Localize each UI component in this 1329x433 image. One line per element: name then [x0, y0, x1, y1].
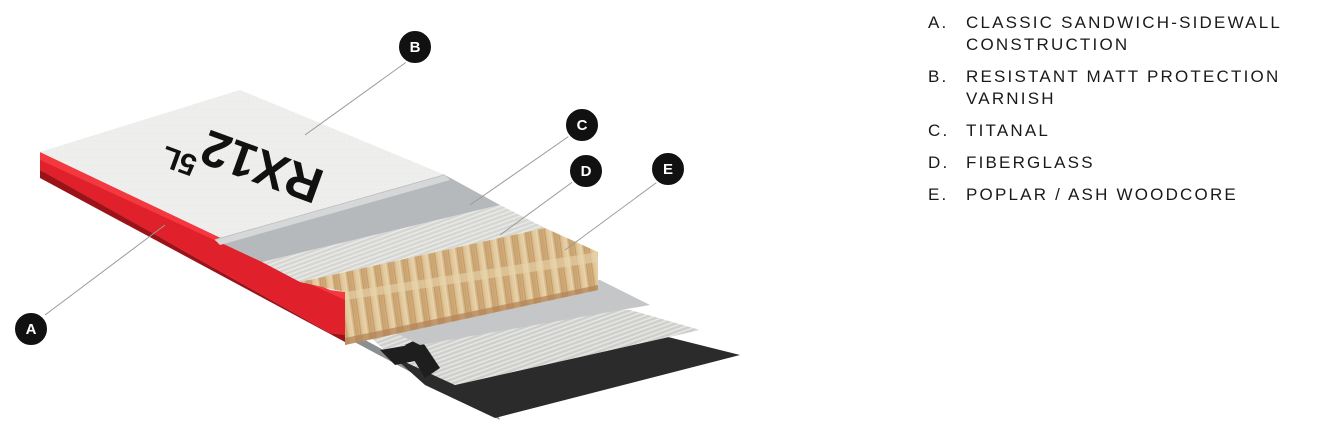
construction-legend: A. CLASSIC SANDWICH-SIDEWALL CONSTRUCTIO…	[928, 12, 1318, 216]
marker-d-label: D	[581, 163, 592, 180]
legend-item-a: A. CLASSIC SANDWICH-SIDEWALL CONSTRUCTIO…	[928, 12, 1318, 56]
legend-text: CLASSIC SANDWICH-SIDEWALL CONSTRUCTION	[966, 13, 1282, 54]
legend-letter: A.	[928, 13, 949, 32]
legend-text: RESISTANT MATT PROTECTION VARNISH	[966, 67, 1281, 108]
legend-letter: B.	[928, 67, 949, 86]
legend-letter: E.	[928, 185, 949, 204]
legend-item-e: E. POPLAR / ASH WOODCORE	[928, 184, 1318, 206]
marker-a: A	[13, 311, 49, 347]
callout-line-c	[469, 131, 576, 206]
legend-letter: C.	[928, 121, 950, 140]
ski-construction-diagram: RX12 5L A B C D E	[13, 29, 740, 420]
marker-d: D	[568, 153, 604, 189]
legend-item-d: D. FIBERGLASS	[928, 152, 1318, 174]
marker-c-label: C	[577, 117, 588, 134]
legend-text: TITANAL	[966, 121, 1051, 140]
fiberglass-layer	[262, 205, 545, 282]
marker-a-label: A	[26, 321, 37, 338]
legend-item-c: C. TITANAL	[928, 120, 1318, 142]
legend-text: POPLAR / ASH WOODCORE	[966, 185, 1238, 204]
callout-line-a	[44, 224, 166, 316]
titanal-layer	[215, 175, 500, 262]
marker-b-label: B	[410, 39, 421, 56]
marker-b: B	[397, 29, 433, 65]
legend-item-b: B. RESISTANT MATT PROTECTION VARNISH	[928, 66, 1318, 110]
callout-line-d	[499, 177, 579, 236]
marker-c: C	[564, 107, 600, 143]
marker-e: E	[650, 151, 686, 187]
marker-e-label: E	[663, 161, 673, 178]
callout-line-b	[304, 57, 413, 136]
callout-lines	[44, 57, 661, 316]
woodcore-layer	[300, 228, 598, 345]
callout-line-e	[564, 179, 661, 251]
legend-text: FIBERGLASS	[966, 153, 1095, 172]
legend-letter: D.	[928, 153, 950, 172]
